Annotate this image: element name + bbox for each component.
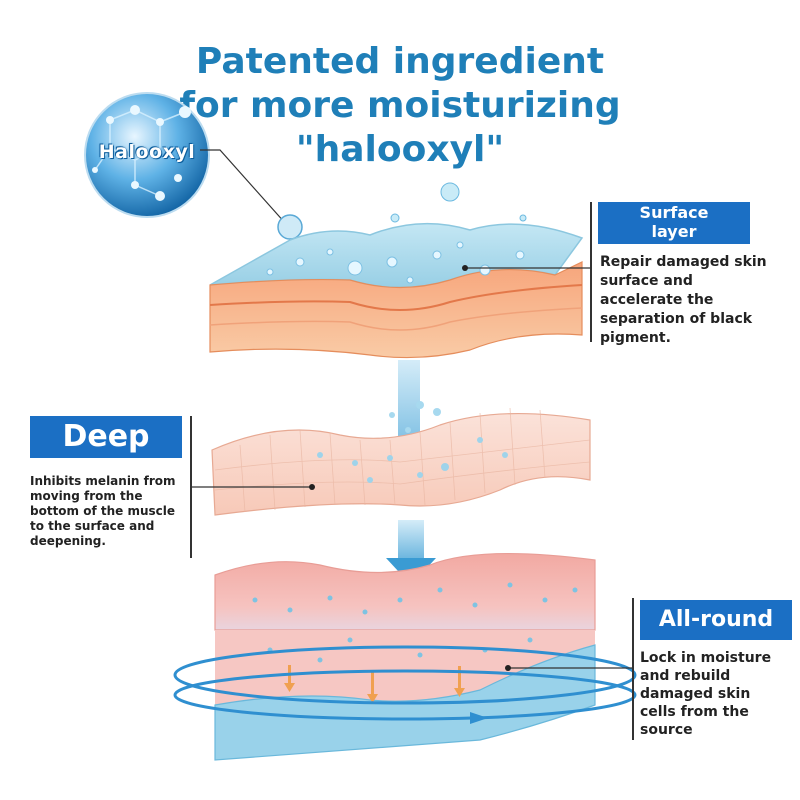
halooxyl-badge — [84, 92, 210, 218]
page-title: Patented ingredient for more moisturizin… — [0, 40, 800, 172]
deep-divider — [190, 416, 192, 558]
title-line-2: for more moisturizing — [179, 85, 621, 126]
allround-layer-label: All-round — [640, 600, 792, 640]
surface-layer-description: Repair damaged skin surface and accelera… — [600, 254, 767, 346]
surface-layer-label-text: Surface layer — [639, 203, 709, 241]
allround-layer-description: Lock in moisture and rebuild damaged ski… — [640, 650, 772, 738]
allround-layer — [173, 553, 637, 761]
droplets-mid — [389, 401, 441, 433]
droplet-magnifier-icon — [277, 214, 303, 240]
deep-layer — [211, 407, 591, 516]
deep-layer-description: Inhibits melanin from moving from the bo… — [30, 474, 176, 548]
surface-divider — [590, 202, 592, 342]
surface-layer-label: Surface layer — [598, 202, 750, 244]
badge-label: Halooxyl — [98, 141, 196, 163]
title-line-3: "halooxyl" — [295, 129, 505, 170]
allround-divider — [632, 598, 634, 740]
title-line-1: Patented ingredient — [195, 41, 605, 82]
deep-layer-label: Deep — [30, 416, 182, 458]
surface-layer — [209, 222, 584, 359]
badge-connector — [200, 149, 287, 225]
